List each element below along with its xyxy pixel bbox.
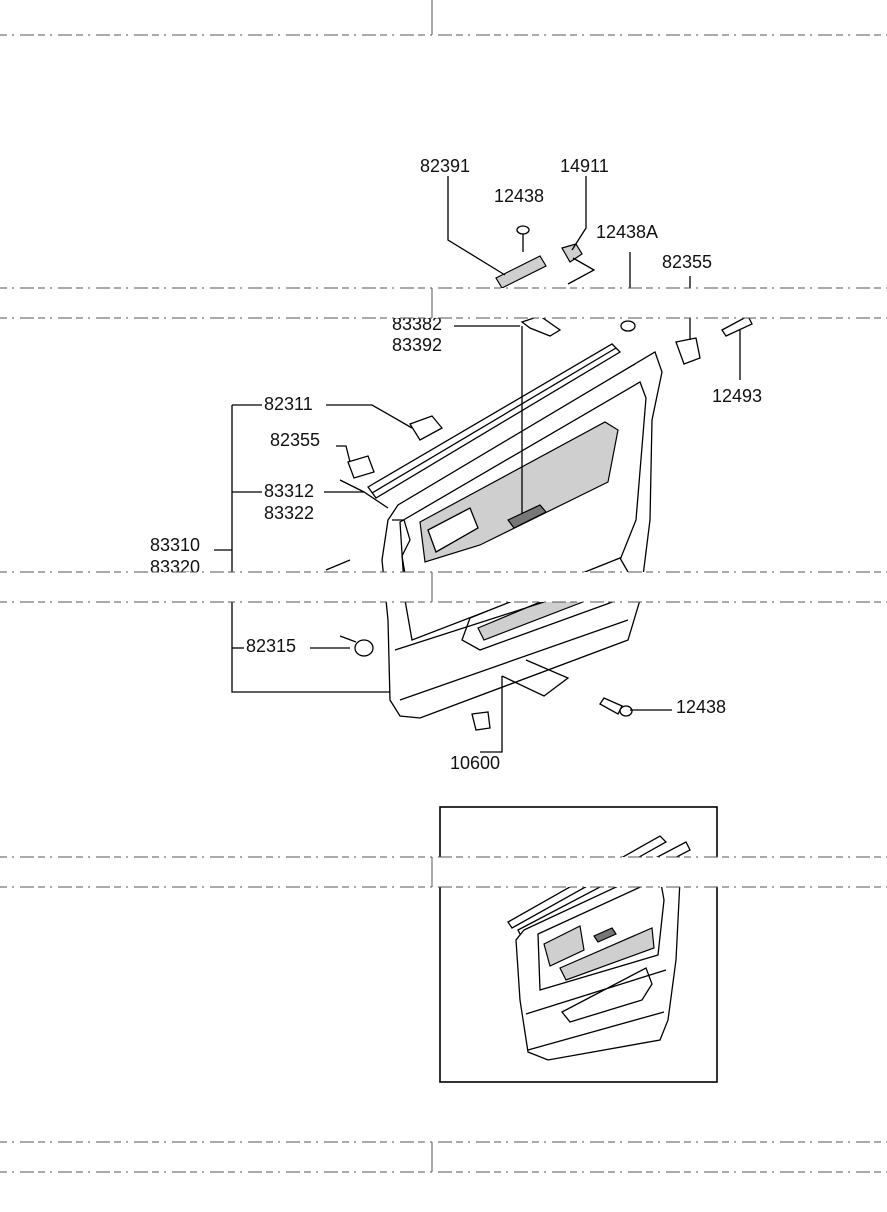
label-12493: 12493 bbox=[712, 386, 762, 406]
label-83312: 83312 bbox=[264, 481, 314, 501]
label-12438A: 12438A bbox=[596, 222, 658, 242]
fastener-82315-icon bbox=[339, 635, 374, 657]
label-82355-left: 82355 bbox=[270, 430, 320, 450]
label-12438-top: 12438 bbox=[494, 186, 544, 206]
label-12438-bottom: 12438 bbox=[676, 697, 726, 717]
label-14911: 14911 bbox=[560, 156, 609, 176]
label-82355-top: 82355 bbox=[662, 252, 712, 272]
scan-artifacts bbox=[0, 0, 887, 1173]
clip-82355-left-icon bbox=[347, 455, 375, 479]
label-83382: 83382 bbox=[392, 314, 442, 334]
handle-83382 bbox=[520, 315, 562, 337]
screw-12493-icon bbox=[721, 315, 753, 337]
label-83310: 83310 bbox=[150, 535, 200, 555]
label-82391: 82391 bbox=[420, 156, 470, 176]
door-trim-panel bbox=[367, 343, 663, 719]
screw-12438-bottom-icon bbox=[599, 697, 633, 717]
label-83322: 83322 bbox=[264, 503, 314, 523]
leader-lines bbox=[214, 176, 741, 753]
bracket-82391 bbox=[495, 255, 547, 289]
screw-12438A-icon bbox=[620, 320, 636, 332]
screw-12438-top-icon bbox=[516, 225, 530, 252]
clip-14911-icon bbox=[561, 243, 583, 263]
label-83392: 83392 bbox=[392, 335, 442, 355]
clip-82355-top-icon bbox=[675, 337, 701, 365]
label-10600: 10600 bbox=[450, 753, 500, 773]
label-82315: 82315 bbox=[246, 636, 296, 656]
label-82311: 82311 bbox=[264, 394, 313, 414]
inset-view bbox=[439, 806, 718, 1083]
screw-83310-icon bbox=[325, 559, 351, 571]
cap-82311-icon bbox=[409, 415, 444, 441]
nut-10600-icon bbox=[471, 711, 491, 731]
